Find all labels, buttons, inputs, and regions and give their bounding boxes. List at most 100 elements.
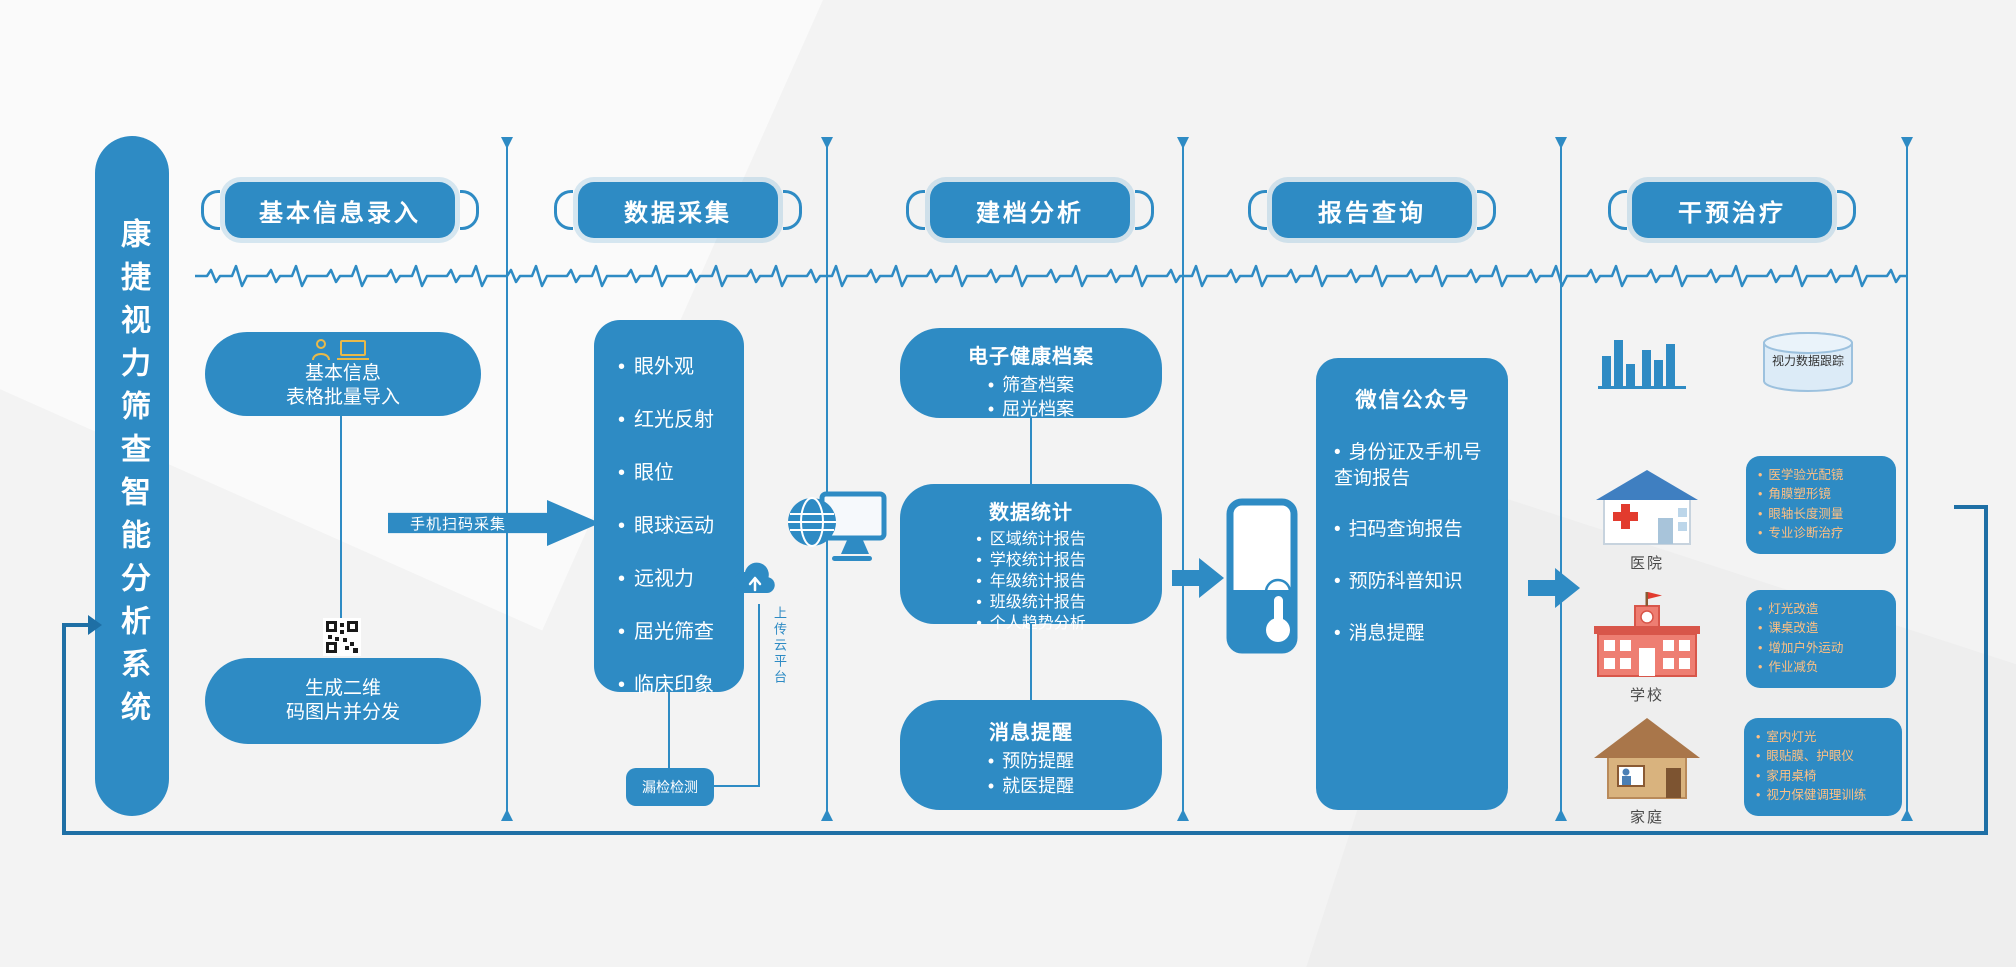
column-divider xyxy=(1560,140,1562,818)
school-label: 学校 xyxy=(1629,687,1664,704)
bar-chart-icon xyxy=(1598,340,1686,389)
notification-list: 预防提醒 就医提醒 xyxy=(988,749,1074,799)
connector-line xyxy=(668,692,670,768)
collection-item: 远视力 xyxy=(618,562,744,591)
column-divider xyxy=(1906,140,1908,818)
hospital-icon xyxy=(1596,470,1698,545)
column-divider xyxy=(826,140,828,818)
collection-item: 眼球运动 xyxy=(618,509,744,538)
wechat-item: 预防科普知识 xyxy=(1334,569,1492,595)
column-header-report-query: 报告查询 xyxy=(1272,182,1472,238)
database-cylinder-icon xyxy=(1763,332,1853,392)
school-icon xyxy=(1594,592,1700,677)
phone-touch-icon xyxy=(1226,498,1298,654)
collection-item: 临床印象 xyxy=(618,668,744,697)
wechat-item: 扫码查询报告 xyxy=(1334,517,1492,543)
feedback-loop-line xyxy=(62,831,1988,835)
feedback-loop-line xyxy=(62,623,90,627)
hospital-item-list: 医学验光配镜 角膜塑形镜 眼轴长度测量 专业诊断治疗 xyxy=(1758,466,1884,544)
collection-item: 屈光筛查 xyxy=(618,615,744,644)
basic-info-import-box: 基本信息 表格批量导入 xyxy=(205,332,481,416)
hospital-label: 医院 xyxy=(1629,555,1664,572)
home-item: 视力保健调理训练 xyxy=(1756,786,1890,805)
missed-check-box: 漏检检测 xyxy=(626,768,714,806)
notification-item: 就医提醒 xyxy=(988,774,1074,799)
ehr-item: 筛查档案 xyxy=(988,373,1074,397)
feedback-loop-arrowhead-icon xyxy=(88,615,102,635)
upload-cloud-label: 上传云平台 xyxy=(772,606,787,686)
connector-line xyxy=(1030,624,1032,700)
feedback-loop-line xyxy=(1984,505,1988,835)
collection-item: 红光反射 xyxy=(618,403,744,432)
ehr-title: 电子健康档案 xyxy=(968,346,1094,368)
connector-line xyxy=(714,785,760,787)
column-header-basic-entry: 基本信息录入 xyxy=(225,182,455,238)
globe-monitor-icon xyxy=(788,491,887,561)
generate-qr-box: 生成二维 码图片并分发 xyxy=(205,658,481,744)
system-title: 康捷视力筛查智能分析系统 xyxy=(116,218,149,734)
feedback-loop-line xyxy=(62,623,66,835)
statistics-list: 区域统计报告 学校统计报告 年级统计报告 班级统计报告 个人趋势分析 xyxy=(976,529,1086,635)
column-header-intervention: 干预治疗 xyxy=(1632,182,1832,238)
school-item: 作业减负 xyxy=(1758,658,1884,677)
hospital-items-box: 医学验光配镜 角膜塑形镜 眼轴长度测量 专业诊断治疗 xyxy=(1746,456,1896,554)
wechat-official-account-box: 微信公众号 身份证及手机号查询报告 扫码查询报告 预防科普知识 消息提醒 xyxy=(1316,358,1508,810)
person-laptop-icon xyxy=(312,339,369,361)
hospital-item: 角膜塑形镜 xyxy=(1758,485,1884,504)
statistics-box: 数据统计 区域统计报告 学校统计报告 年级统计报告 班级统计报告 个人趋势分析 xyxy=(900,484,1162,632)
qr-code-icon xyxy=(323,618,361,656)
connector-line xyxy=(1030,418,1032,484)
column-header-data-collection: 数据采集 xyxy=(578,182,778,238)
connector-line xyxy=(340,416,342,618)
flow-arrow-icon xyxy=(1528,568,1580,608)
cloud-upload-icon xyxy=(733,562,775,593)
qr-box-line2: 码图片并分发 xyxy=(285,702,400,723)
hospital-item: 眼轴长度测量 xyxy=(1758,505,1884,524)
connector-line xyxy=(758,604,760,787)
phone-scan-arrow: 手机扫码采集 xyxy=(388,500,600,546)
hospital-item: 医学验光配镜 xyxy=(1758,466,1884,485)
ehr-list: 筛查档案 屈光档案 xyxy=(988,373,1074,422)
school-item: 灯光改造 xyxy=(1758,600,1884,619)
collection-item: 眼外观 xyxy=(618,350,744,379)
column-divider xyxy=(1182,140,1184,818)
hospital-item: 专业诊断治疗 xyxy=(1758,524,1884,543)
statistics-item: 个人趋势分析 xyxy=(976,613,1086,634)
school-items-box: 灯光改造 课桌改造 增加户外运动 作业减负 xyxy=(1746,590,1896,688)
home-item: 家用桌椅 xyxy=(1756,767,1890,786)
flow-arrow-icon xyxy=(1172,558,1224,598)
home-item: 眼贴膜、护眼仪 xyxy=(1756,747,1890,766)
home-items-box: 室内灯光 眼贴膜、护眼仪 家用桌椅 视力保健调理训练 xyxy=(1744,718,1902,816)
statistics-title: 数据统计 xyxy=(989,502,1073,524)
feedback-loop-line xyxy=(1954,505,1988,509)
home-item: 室内灯光 xyxy=(1756,728,1890,747)
home-label: 家庭 xyxy=(1629,809,1664,826)
system-title-bar: 康捷视力筛查智能分析系统 xyxy=(95,136,169,816)
statistics-item: 年级统计报告 xyxy=(976,571,1086,592)
school-item-list: 灯光改造 课桌改造 增加户外运动 作业减负 xyxy=(1758,600,1884,678)
statistics-item: 区域统计报告 xyxy=(976,529,1086,550)
collection-items-box: 眼外观 红光反射 眼位 眼球运动 远视力 屈光筛查 临床印象 xyxy=(594,320,744,696)
wechat-item: 身份证及手机号查询报告 xyxy=(1334,440,1492,491)
ehr-box: 电子健康档案 筛查档案 屈光档案 xyxy=(900,328,1162,419)
column-divider xyxy=(506,140,508,818)
import-box-line2: 表格批量导入 xyxy=(285,387,400,408)
home-icon xyxy=(1594,718,1700,799)
wechat-list: 身份证及手机号查询报告 扫码查询报告 预防科普知识 消息提醒 xyxy=(1334,440,1492,646)
qr-box-line1: 生成二维 xyxy=(304,678,381,700)
phone-scan-arrow-label: 手机扫码采集 xyxy=(410,515,507,533)
collection-item: 眼位 xyxy=(618,456,744,485)
notification-title: 消息提醒 xyxy=(989,722,1073,744)
home-item-list: 室内灯光 眼贴膜、护眼仪 家用桌椅 视力保健调理训练 xyxy=(1756,728,1890,806)
ehr-item: 屈光档案 xyxy=(988,397,1074,421)
collection-item-list: 眼外观 红光反射 眼位 眼球运动 远视力 屈光筛查 临床印象 xyxy=(618,350,744,697)
statistics-item: 班级统计报告 xyxy=(976,592,1086,613)
import-box-line1: 基本信息 xyxy=(304,363,381,385)
data-track-label: 视力数据跟踪 xyxy=(1771,354,1844,368)
wechat-title: 微信公众号 xyxy=(1355,389,1471,412)
school-item: 增加户外运动 xyxy=(1758,639,1884,658)
heartbeat-line xyxy=(195,256,1907,296)
school-item: 课桌改造 xyxy=(1758,619,1884,638)
